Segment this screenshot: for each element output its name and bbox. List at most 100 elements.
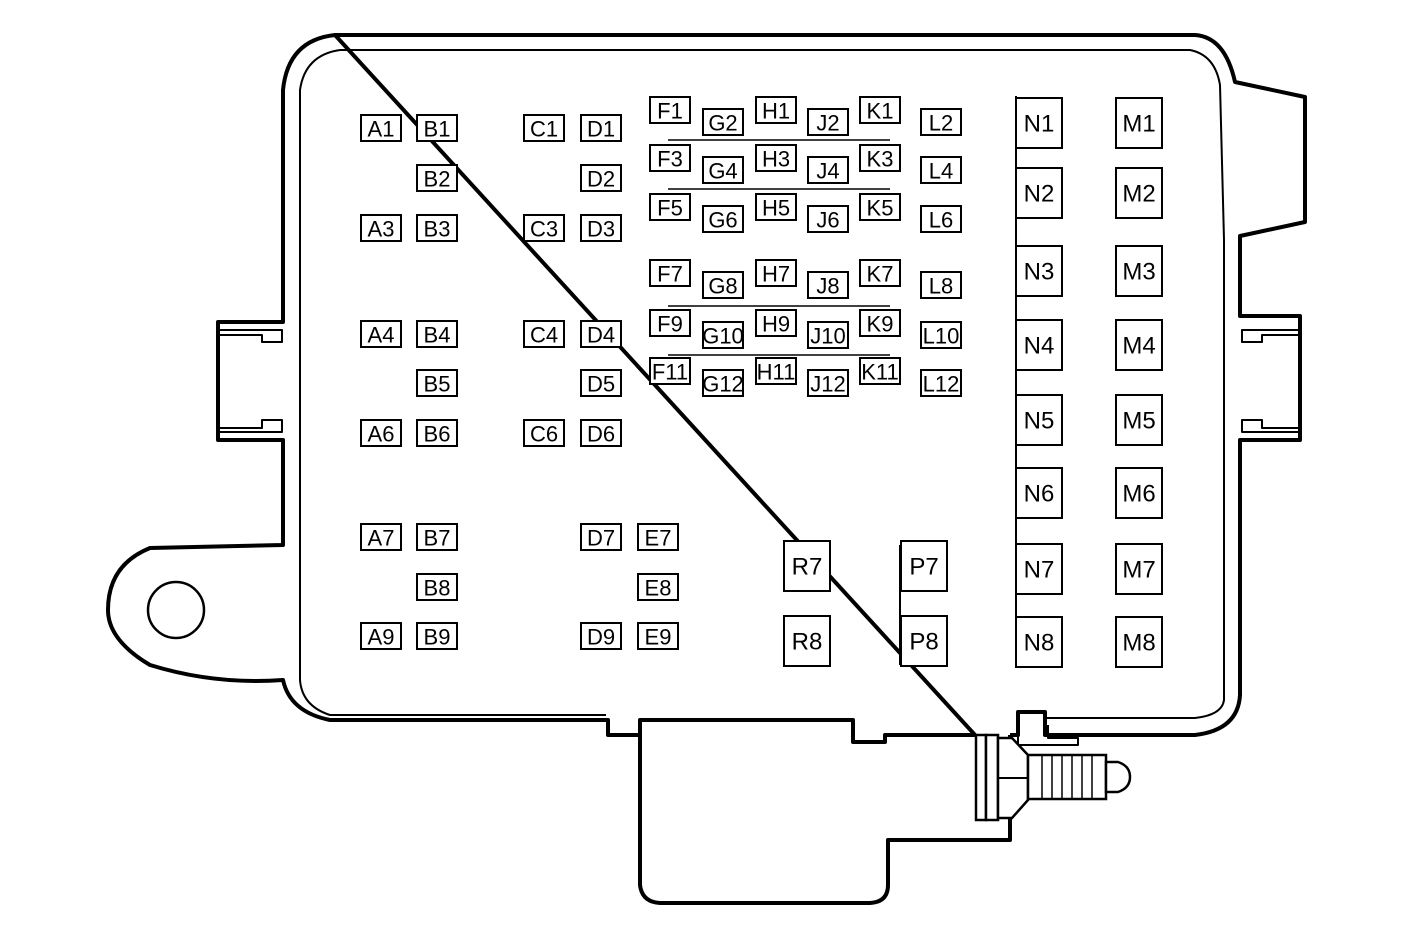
fuse-e8-label: E8 — [645, 576, 672, 601]
fuse-d9: D9 — [580, 622, 622, 650]
fuse-f3-box — [649, 144, 691, 172]
fuse-b9: B9 — [416, 622, 458, 650]
fuse-n4-label: N4 — [1024, 333, 1055, 360]
fuse-m5: M5 — [1115, 394, 1163, 446]
fuse-d4: D4 — [580, 320, 622, 348]
fuse-b5-box — [416, 369, 458, 397]
fuse-k3-box — [859, 144, 901, 172]
fuse-n8-label: N8 — [1024, 630, 1055, 657]
fuse-b7-box — [416, 523, 458, 551]
fuse-b6-label: B6 — [424, 422, 451, 447]
fuse-m8-label: M8 — [1122, 630, 1155, 657]
fuse-b3: B3 — [416, 214, 458, 242]
fuse-a7-box — [360, 523, 402, 551]
fuse-g4-label: G4 — [708, 159, 737, 184]
fuse-h3-label: H3 — [762, 147, 790, 172]
fuse-j10: J10 — [807, 321, 849, 349]
fuse-f11-label: F11 — [652, 360, 688, 385]
fuse-l10-label: L10 — [923, 324, 960, 349]
fuse-h5-box — [755, 193, 797, 221]
fuse-j8-label: J8 — [816, 274, 839, 299]
fuse-d5-label: D5 — [587, 372, 615, 397]
fuse-m4-box — [1115, 319, 1163, 371]
fuse-c3: C3 — [523, 214, 565, 242]
fuse-h3-box — [755, 144, 797, 172]
fuse-b9-box — [416, 622, 458, 650]
fuse-c6: C6 — [523, 419, 565, 447]
fuse-b1-label: B1 — [424, 117, 451, 142]
fuse-n5: N5 — [1015, 394, 1063, 446]
fuse-c3-label: C3 — [530, 217, 558, 242]
fuse-b7: B7 — [416, 523, 458, 551]
fuse-b2-label: B2 — [424, 167, 451, 192]
fuse-k9-label: K9 — [867, 312, 894, 337]
fuse-a1-box — [360, 114, 402, 142]
fuse-c4-label: C4 — [530, 323, 558, 348]
fuse-f5-box — [649, 193, 691, 221]
fuse-l2-label: L2 — [929, 111, 953, 136]
fuse-l8-label: L8 — [929, 274, 953, 299]
fuse-a1: A1 — [360, 114, 402, 142]
fuse-e9-label: E9 — [645, 625, 672, 650]
fuse-f9: F9 — [649, 309, 691, 337]
fuse-r7-label: R7 — [792, 554, 823, 581]
fuse-e7-box — [637, 523, 679, 551]
fuse-d4-label: D4 — [587, 323, 615, 348]
fuse-j2: J2 — [807, 108, 849, 136]
fuse-a6: A6 — [360, 419, 402, 447]
fuse-d5: D5 — [580, 369, 622, 397]
fuse-n6: N6 — [1015, 467, 1063, 519]
fuse-e9: E9 — [637, 622, 679, 650]
fuse-e7-label: E7 — [645, 526, 672, 551]
fuse-l6-label: L6 — [929, 208, 953, 233]
fuse-m2-box — [1115, 167, 1163, 219]
fuse-h3: H3 — [755, 144, 797, 172]
fuse-h11-label: H11 — [757, 360, 796, 385]
fuse-l4-box — [920, 156, 962, 184]
fuse-m2: M2 — [1115, 167, 1163, 219]
fuse-k1: K1 — [859, 96, 901, 124]
fuse-c4: C4 — [523, 320, 565, 348]
fuse-n5-label: N5 — [1024, 408, 1055, 435]
fuse-l6: L6 — [920, 205, 962, 233]
fuse-d3: D3 — [580, 214, 622, 242]
fuse-e8-box — [637, 573, 679, 601]
fuse-j12-label: J12 — [810, 372, 845, 397]
fuse-f11-box — [649, 357, 691, 385]
fuse-n6-label: N6 — [1024, 481, 1055, 508]
fuse-f5-label: F5 — [657, 196, 683, 221]
fuse-c6-label: C6 — [530, 422, 558, 447]
fuse-c6-box — [523, 419, 565, 447]
fuse-h5-label: H5 — [762, 196, 790, 221]
fuse-d6-label: D6 — [587, 422, 615, 447]
fuse-d1-box — [580, 114, 622, 142]
housing-inner-outline — [299, 49, 1225, 719]
fuse-a7-label: A7 — [368, 526, 395, 551]
fuse-g8-box — [702, 271, 744, 299]
fuse-j6: J6 — [807, 205, 849, 233]
fuse-h11-box — [755, 357, 797, 385]
fuse-g2-box — [702, 108, 744, 136]
fuse-d2-box — [580, 164, 622, 192]
fuse-d1-label: D1 — [587, 117, 615, 142]
fuse-m2-label: M2 — [1122, 181, 1155, 208]
fuse-d7: D7 — [580, 523, 622, 551]
fuse-f7-label: F7 — [657, 262, 683, 287]
fuse-positions: A1A3A4A6A7A9B1B2B3B4B5B6B7B8B9C1C3C4C6D1… — [360, 96, 1163, 668]
fuse-d7-box — [580, 523, 622, 551]
fuse-d2: D2 — [580, 164, 622, 192]
fuse-n6-box — [1015, 467, 1063, 519]
fuse-p8-box — [900, 615, 948, 667]
fuse-f9-box — [649, 309, 691, 337]
fuse-b3-box — [416, 214, 458, 242]
fuse-g4: G4 — [702, 156, 744, 184]
fuse-e8: E8 — [637, 573, 679, 601]
fuse-d5-box — [580, 369, 622, 397]
fuse-n7-box — [1015, 543, 1063, 595]
fuse-m7: M7 — [1115, 543, 1163, 595]
fuse-d9-box — [580, 622, 622, 650]
fuse-p8: P8 — [900, 615, 948, 667]
fuse-h1: H1 — [755, 96, 797, 124]
fuse-b8-label: B8 — [424, 576, 451, 601]
